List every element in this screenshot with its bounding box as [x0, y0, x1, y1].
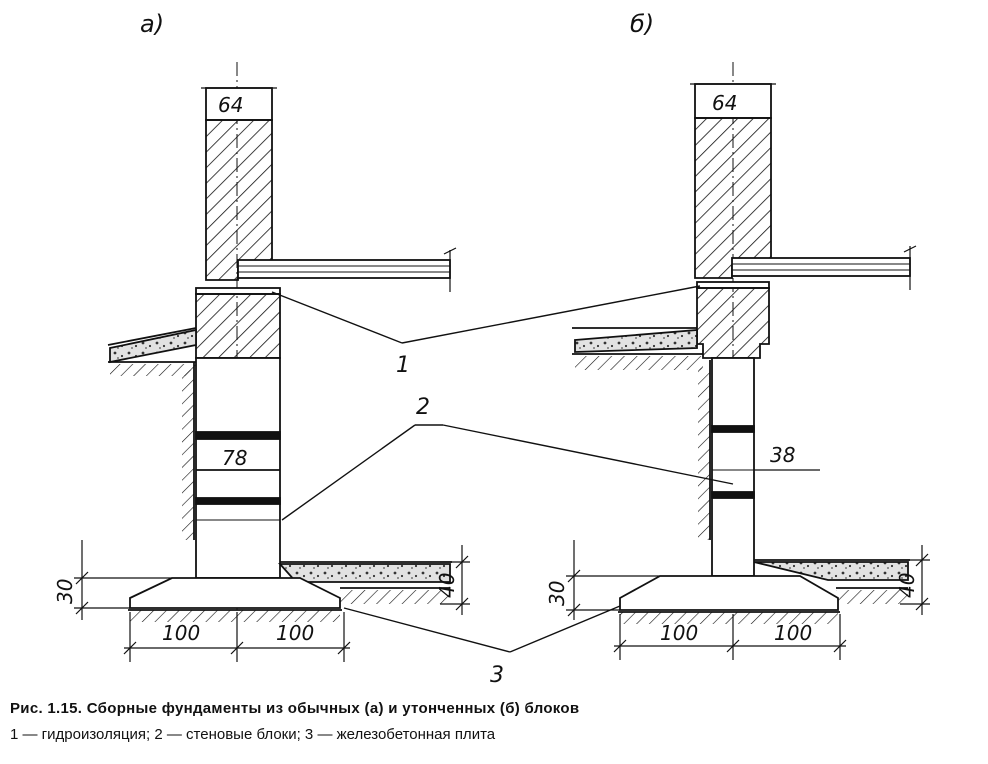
foundation-drawing: а) 64 78: [53, 10, 930, 688]
top-width-label-b: 64: [712, 91, 737, 115]
figure-caption-legend: 1 — гидроизоляция; 2 — стеновые блоки; 3…: [10, 726, 496, 743]
panel-a-label: а): [140, 10, 164, 38]
dim-left-label-b: 30: [545, 581, 569, 606]
block-width-label-b: 38: [770, 443, 795, 467]
basement-floor-a: [277, 561, 452, 604]
foundation-slab-b: [619, 575, 839, 611]
top-width-label-a: 64: [218, 93, 243, 117]
panel-a: а) 64 78: [53, 10, 470, 662]
dim-right-label-b: 40: [895, 573, 919, 598]
block-width-label-a: 78: [222, 446, 247, 470]
slab-left-label-a: 100: [162, 621, 200, 645]
slab-right-label-a: 100: [276, 621, 314, 645]
dimension-left-b: [566, 540, 660, 620]
panel-b-label: б): [630, 10, 654, 38]
slab-left-label-b: 100: [660, 621, 698, 645]
basement-floor-b: [753, 559, 910, 604]
wall-masonry: [201, 87, 277, 281]
callout-2-label: 2: [416, 395, 430, 420]
dimension-bottom-a: [123, 612, 351, 662]
wall-blocks-b: [711, 357, 820, 577]
floor-slab-a: [237, 247, 457, 292]
callout-leaders: [271, 285, 734, 653]
callout-1-label: 1: [396, 353, 410, 378]
figure-caption-title: Рис. 1.15. Сборные фундаменты из обычных…: [10, 700, 580, 717]
ground-left-a: [107, 327, 197, 540]
ground-left-b: [572, 327, 711, 540]
dimension-right-a: [440, 545, 470, 615]
dim-right-label-a: 40: [435, 573, 459, 598]
dimension-left-a: [74, 540, 172, 620]
floor-slab-b: [731, 245, 917, 290]
dim-left-label-a: 30: [53, 579, 77, 604]
dimension-right-b: [900, 545, 930, 615]
callout-3-label: 3: [490, 663, 504, 688]
dimension-bottom-b: [613, 614, 847, 660]
panel-b: б) 64 38: [545, 10, 930, 660]
slab-right-label-b: 100: [774, 621, 812, 645]
foundation-slab-a: [129, 577, 341, 609]
wall-masonry-b: [690, 83, 776, 279]
